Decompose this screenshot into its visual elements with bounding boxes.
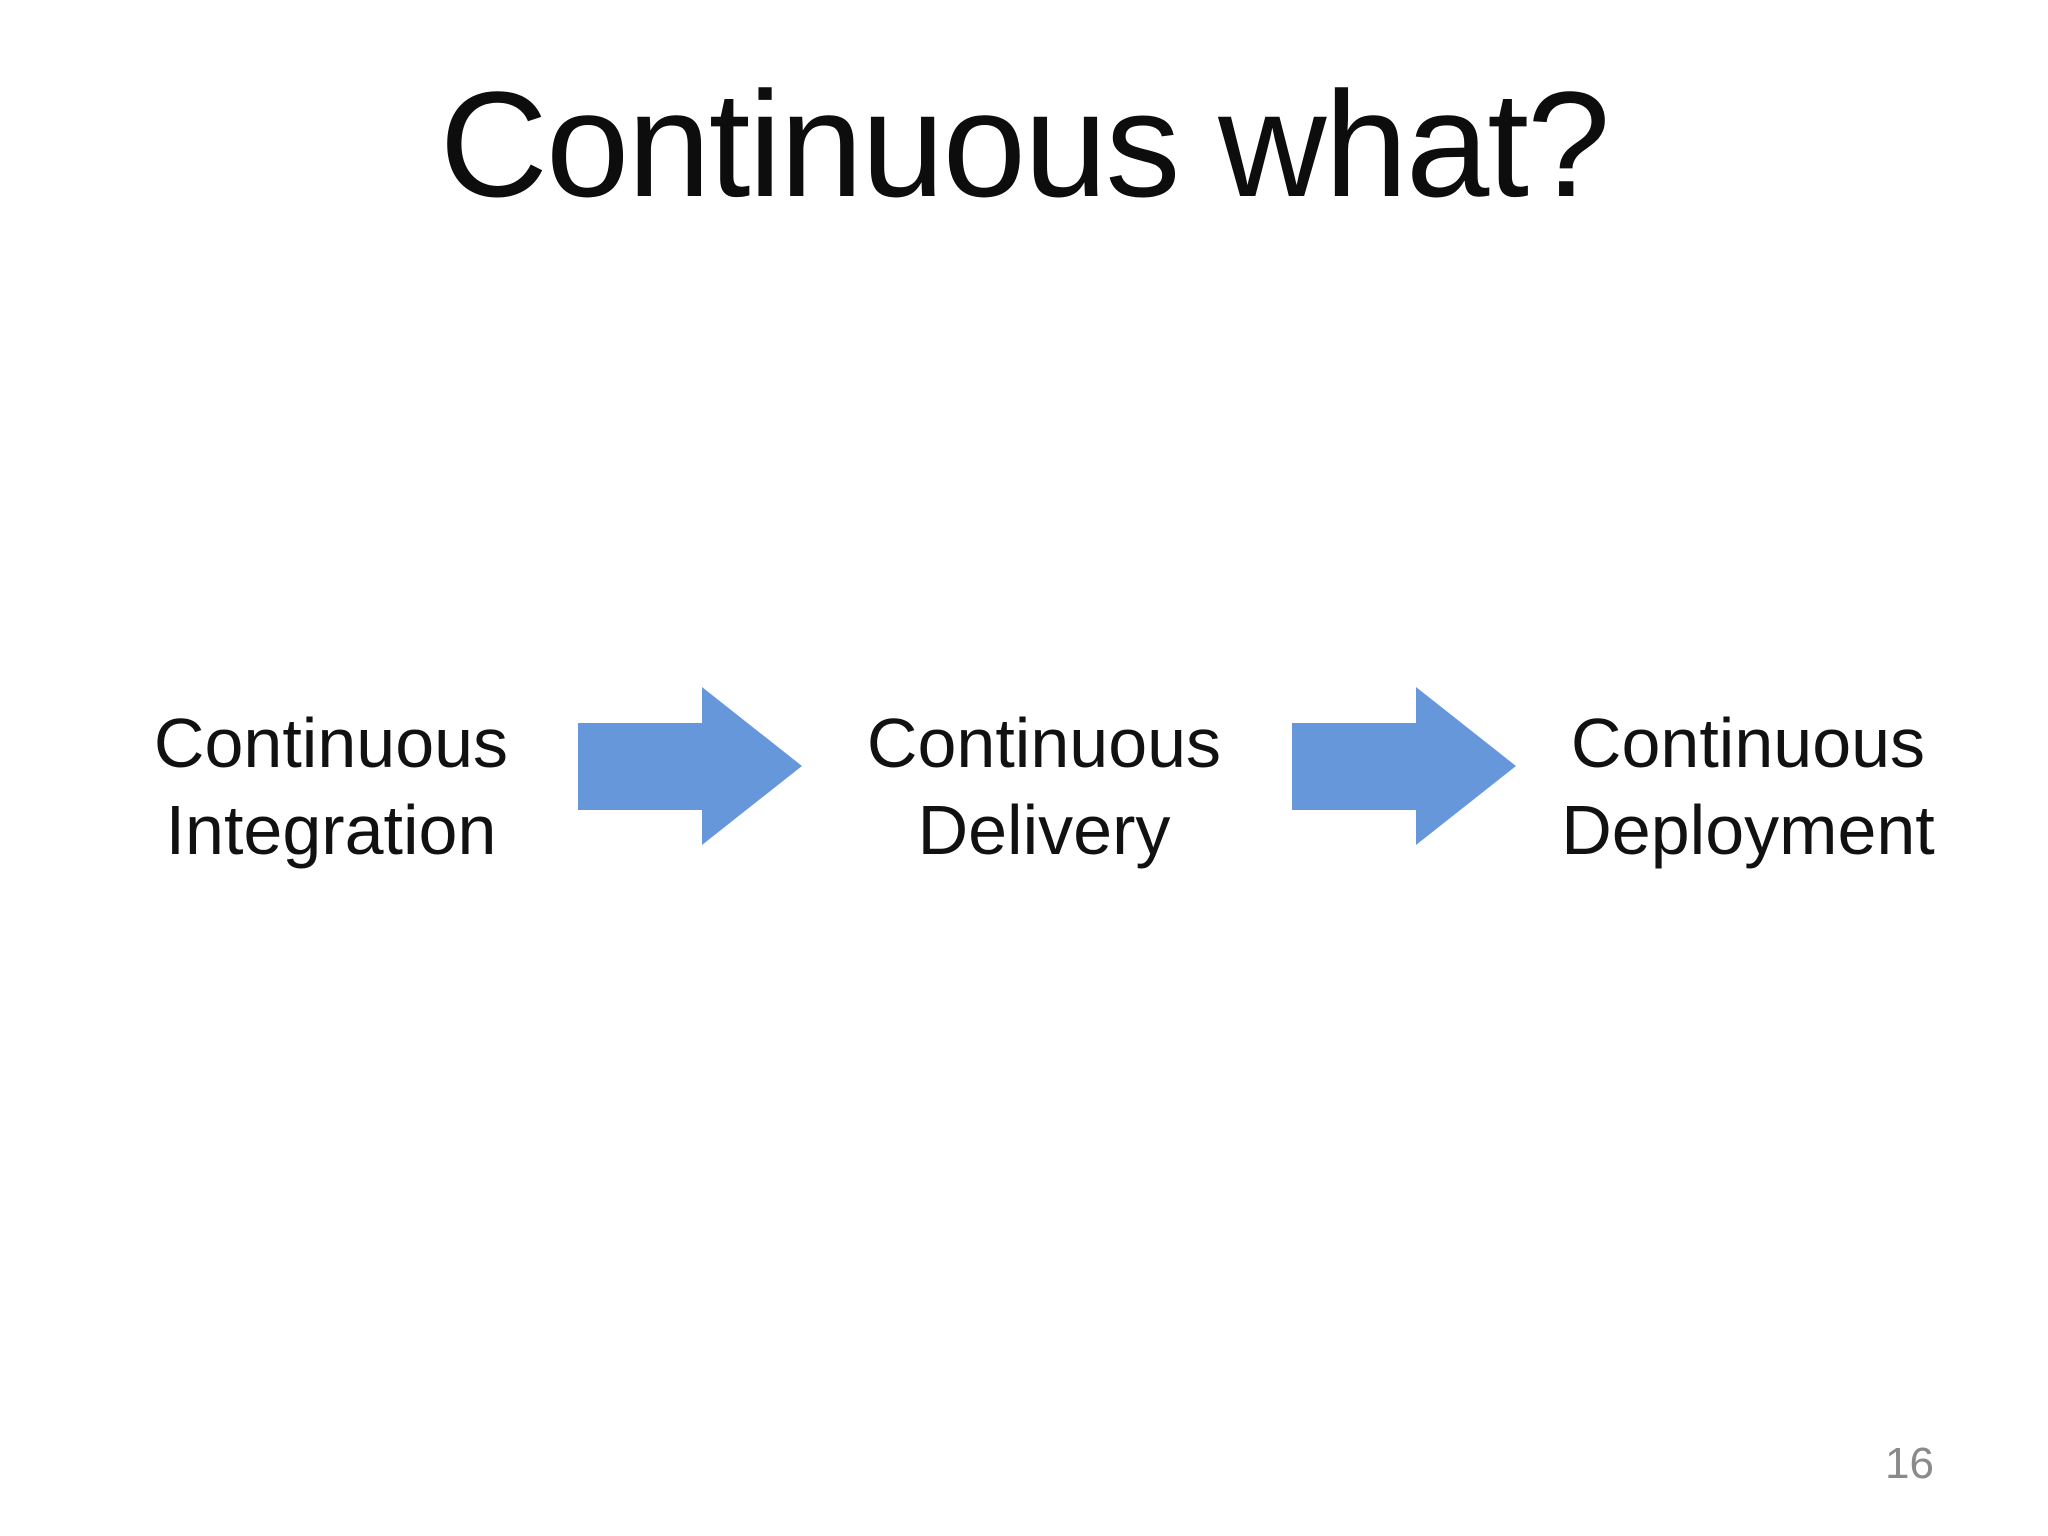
right-arrow-shape bbox=[1292, 687, 1516, 845]
step-continuous-deployment: Continuous Deployment bbox=[1498, 700, 1998, 874]
step-label-line2: Integration bbox=[165, 791, 497, 869]
right-arrow-icon bbox=[578, 687, 802, 845]
page-number: 16 bbox=[1885, 1439, 1934, 1488]
right-arrow-icon bbox=[1292, 687, 1516, 845]
step-label-line1: Continuous bbox=[153, 704, 509, 782]
step-label-line1: Continuous bbox=[1570, 704, 1926, 782]
step-label-line2: Delivery bbox=[917, 791, 1171, 869]
step-continuous-integration: Continuous Integration bbox=[81, 700, 581, 874]
step-label-line1: Continuous bbox=[866, 704, 1222, 782]
right-arrow-shape bbox=[578, 687, 802, 845]
slide-title: Continuous what? bbox=[439, 60, 1611, 228]
step-label-line2: Deployment bbox=[1561, 791, 1935, 869]
step-continuous-delivery: Continuous Delivery bbox=[794, 700, 1294, 874]
